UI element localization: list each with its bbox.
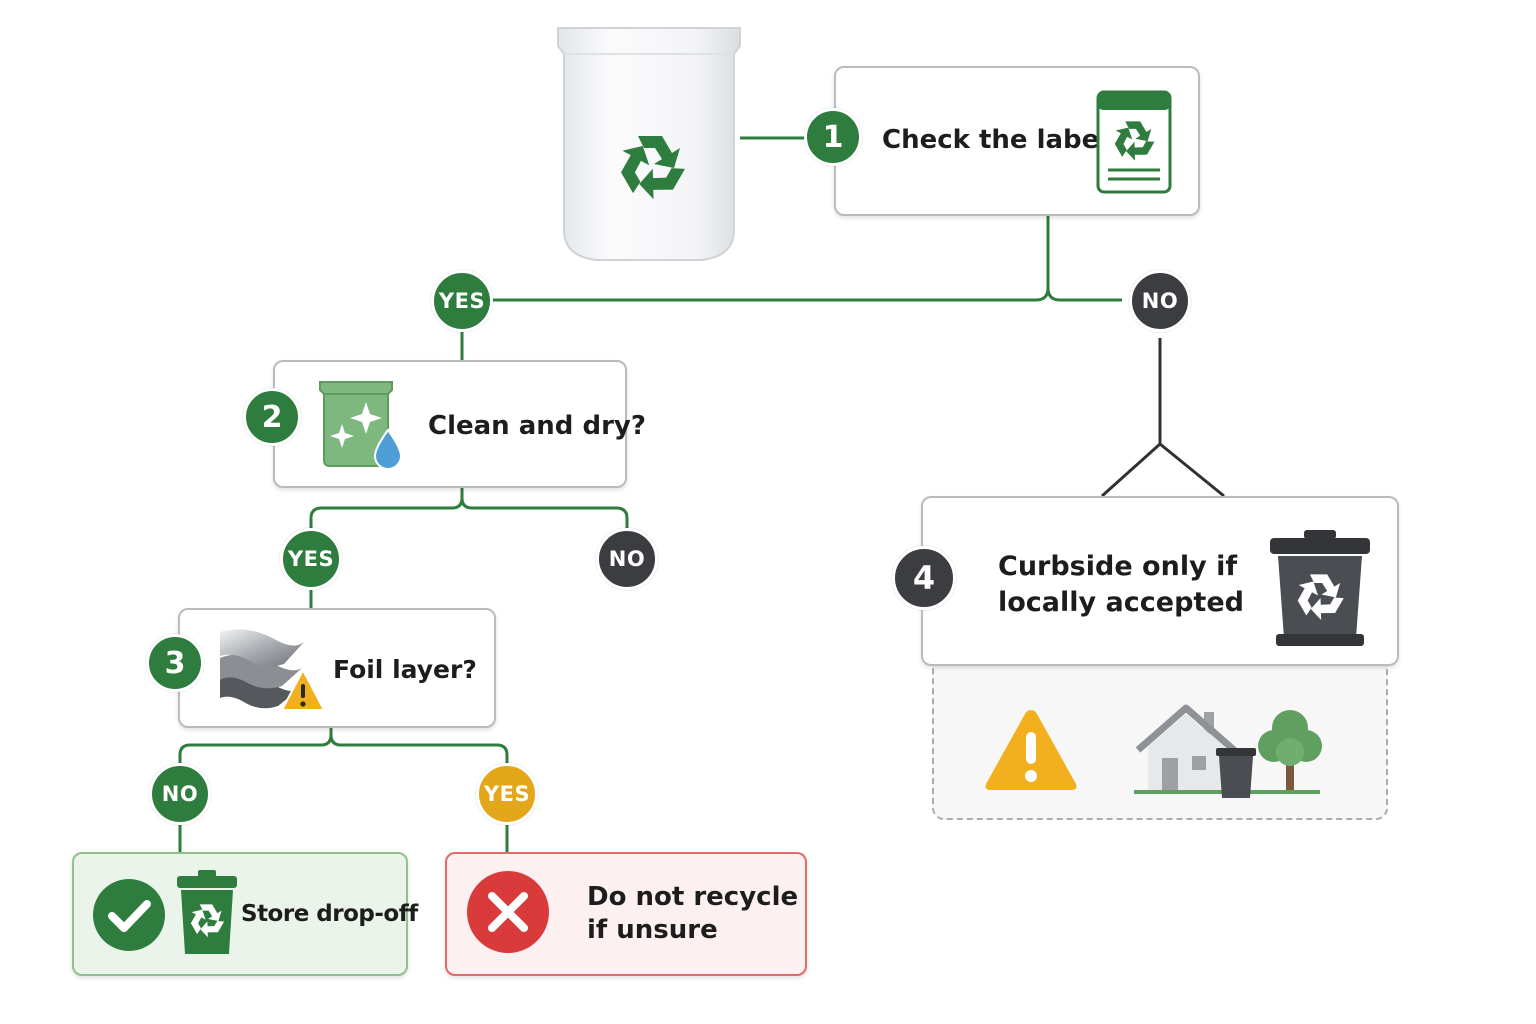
recycle-label-icon: [1096, 90, 1172, 194]
connector-step3-no: [178, 727, 333, 763]
connector-step3-yes: [329, 734, 509, 763]
cross-icon: [466, 870, 550, 954]
answer-yes-badge: YES: [431, 270, 493, 332]
connector-step2-no: [460, 497, 629, 528]
connector-step2-yes: [309, 487, 464, 528]
recycle-pouch-icon: [552, 24, 746, 266]
answer-no-badge: NO: [149, 763, 211, 825]
warning-icon: [982, 706, 1080, 794]
connector-no-to-step4: [1100, 338, 1225, 498]
answer-yes-badge: YES: [280, 528, 342, 590]
tree-icon: [1254, 704, 1326, 796]
step-label-line1: Curbside only if: [998, 551, 1238, 582]
outcome-label-line2: if unsure: [587, 915, 718, 945]
connector-step1-no: [1046, 287, 1122, 302]
answer-no-badge: NO: [1129, 270, 1191, 332]
step-number-badge: 3: [146, 634, 204, 692]
step-label: Foil layer?: [333, 655, 477, 684]
step-label: Clean and dry?: [428, 411, 646, 441]
step-number-badge: 2: [243, 388, 301, 446]
house-with-bin-icon: [1134, 704, 1262, 804]
clean-dry-pouch-icon: [316, 378, 406, 472]
step-label-line2: locally accepted: [998, 587, 1244, 618]
check-icon: [92, 878, 166, 952]
foil-layer-warning-icon: [216, 624, 328, 716]
outcome-label-line1: Do not recycle: [587, 882, 799, 912]
outcome-label: Store drop-off: [241, 901, 418, 927]
recycling-bin-icon: [176, 870, 238, 956]
answer-no-badge: NO: [596, 528, 658, 590]
step-number-badge: 4: [892, 546, 956, 610]
curbside-bin-icon: [1268, 528, 1372, 648]
step-label: Check the label: [882, 125, 1109, 155]
answer-yes-badge: YES: [476, 763, 538, 825]
step-number-badge: 1: [804, 108, 862, 166]
